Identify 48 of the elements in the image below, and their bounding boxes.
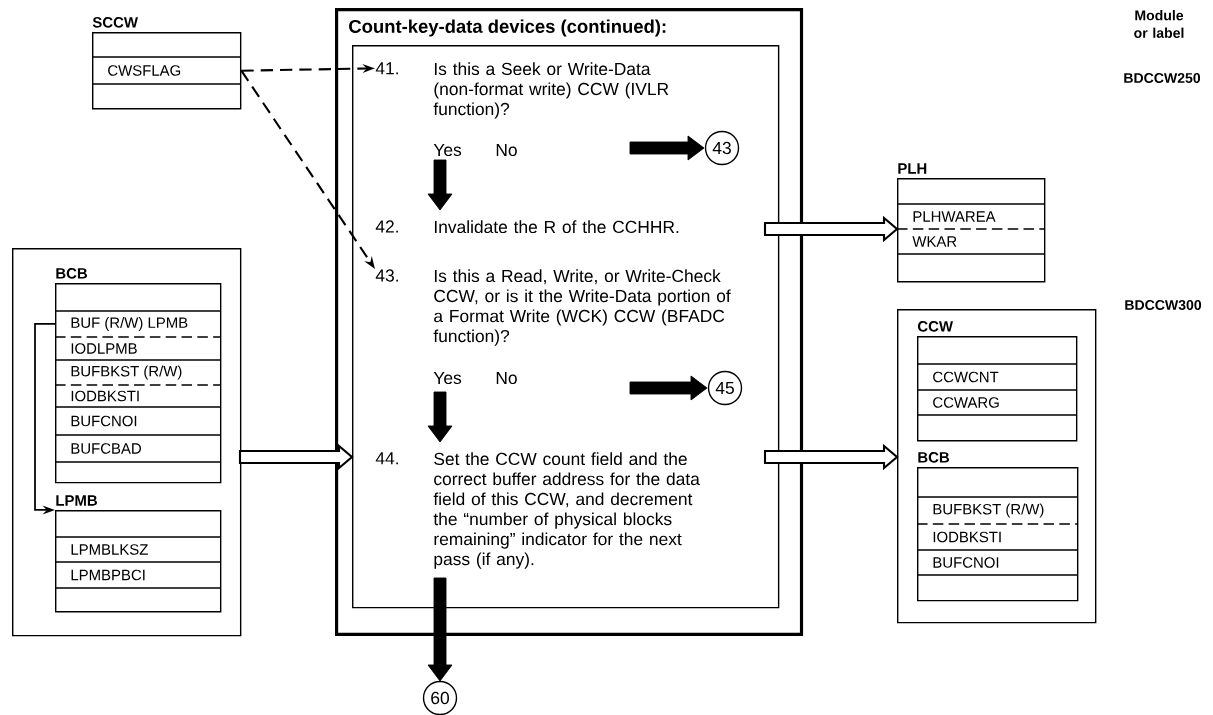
field-name: PLHWAREA [913, 211, 996, 222]
field-name: IODBKSTI [71, 390, 139, 402]
field-name: BUFCBAD [71, 443, 141, 454]
step-text: Set the CCW count field and the correct buffer address for the data field of this CCW, and decrement the “number of physical blocks remaining” indicator for the next pass (if any). [433, 452, 700, 569]
branch-label: Yes [433, 371, 462, 385]
branch-label: No [496, 371, 517, 385]
table-heading: BCB [918, 452, 950, 463]
block-arrow [427, 391, 453, 443]
field-name: CCWCNT [933, 371, 999, 383]
field-name: IODBKSTI [933, 531, 1001, 543]
group-box [897, 309, 1097, 624]
step-number: 42. [375, 220, 398, 233]
field-name: BUFBKST (R/W) [71, 365, 182, 380]
field-name: BUFCNOI [71, 415, 137, 427]
table-heading: BCB [56, 268, 88, 279]
block-arrow [629, 375, 708, 401]
field-name: WKAR [912, 236, 957, 247]
step-text: Is this a Seek or Write-Data (non-format write) CCW (IVLR function)? [433, 62, 669, 119]
hollow-arrow [238, 443, 354, 471]
table-heading: LPMB [56, 495, 97, 506]
branch-label: Yes [433, 143, 462, 157]
branch-label: No [496, 143, 517, 157]
field-name: IODLPMB [71, 343, 137, 354]
block-arrow [427, 577, 453, 682]
step-number: 43. [375, 269, 398, 282]
column-heading: Module or label [1134, 10, 1184, 38]
step-number: 44. [375, 452, 398, 465]
table-heading: PLH [898, 163, 927, 174]
field-name: LPMBLKSZ [71, 544, 148, 555]
step-number: 41. [375, 62, 398, 75]
table-heading: CCW [917, 321, 953, 332]
field-name: CCWARG [933, 397, 999, 408]
field-name: CWSFLAG [108, 65, 181, 76]
step-text: Invalidate the R of the CCHHR. [434, 220, 679, 234]
step-text: Is this a Read, Write, or Write-Check CCW, or is it the Write-Data portion of a Format Write (WCK) CCW (BFADC function)? [433, 269, 731, 346]
group-box [352, 45, 780, 609]
hollow-arrow [763, 215, 899, 243]
field-name: BUFBKST (R/W) [933, 503, 1044, 518]
field-name: LPMBPBCI [71, 569, 145, 581]
table-heading: SCCW [92, 17, 138, 28]
field-name: BUF (R/W) LPMB [71, 317, 188, 331]
hollow-arrow [763, 443, 899, 471]
group-box [12, 248, 242, 637]
field-name: BUFCNOI [933, 557, 999, 568]
module-name: BDCCW250 [1124, 73, 1201, 83]
module-name: BDCCW300 [1125, 300, 1202, 310]
block-arrow [629, 135, 705, 161]
block-arrow [427, 159, 453, 211]
